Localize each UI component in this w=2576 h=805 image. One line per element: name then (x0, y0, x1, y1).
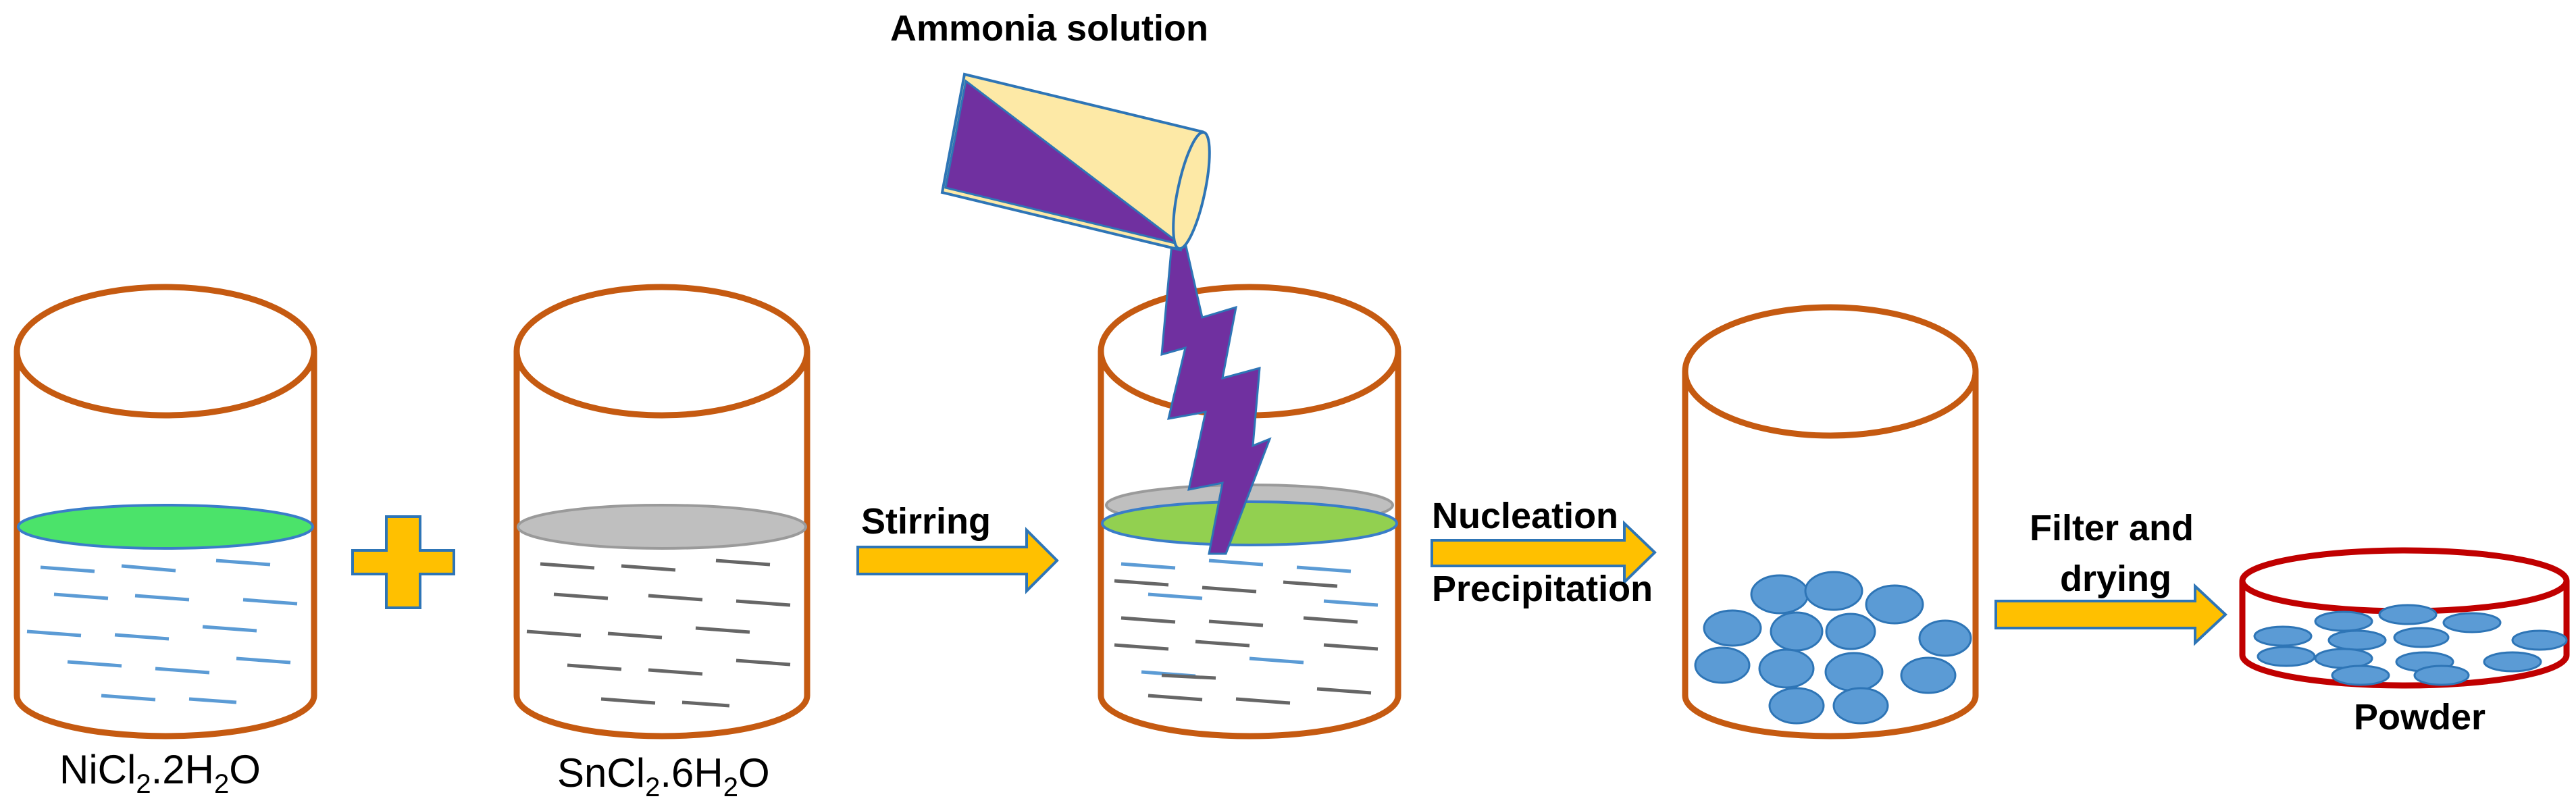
particle (1865, 584, 1924, 625)
sncl2-solution-surface (517, 504, 807, 550)
ammonia-tube-opening (1172, 130, 1211, 251)
powder-particle (2378, 604, 2438, 625)
particle (1768, 687, 1825, 725)
petri-dish-rim (2239, 547, 2570, 615)
label-precipitation: Precipitation (1432, 569, 1653, 609)
particle (1804, 571, 1863, 611)
powder-particle (2442, 612, 2502, 633)
beaker-sncl2 (513, 284, 810, 739)
powder-particle (2413, 665, 2470, 686)
petri-dish-body (2239, 581, 2570, 689)
powder-particle (2257, 646, 2316, 667)
label-ammonia-solution: Ammonia solution (890, 8, 1208, 49)
powder-particles (2253, 604, 2568, 686)
beaker-mixing-body (1098, 351, 1401, 739)
beaker-precipitate (1682, 304, 1979, 739)
beaker-mixing (1098, 284, 1401, 739)
beaker-precipitate-body (1682, 371, 1979, 739)
particle (1770, 611, 1824, 652)
nicl2-solution-lines (26, 559, 298, 704)
powder-particle (2253, 625, 2313, 647)
powder-particle (2483, 651, 2542, 673)
particle (1703, 609, 1762, 647)
beaker-nicl2-rim (14, 284, 317, 419)
label-filter-and: Filter and (2030, 508, 2194, 548)
beaker-nicl2-body (14, 351, 317, 739)
particle (1750, 574, 1809, 615)
stirring-arrow (856, 527, 1059, 594)
beaker-precipitate-rim (1682, 304, 1979, 439)
nucleation-arrow (1431, 520, 1657, 586)
beaker-sncl2-rim (513, 284, 810, 419)
ammonia-test-tube (940, 72, 1211, 252)
label-sncl2-formula: SnCl2.6H2O (557, 750, 770, 802)
particle (1824, 652, 1884, 692)
beaker-sncl2-body (513, 351, 810, 739)
sncl2-solution-lines (526, 559, 791, 708)
particle (1825, 613, 1876, 650)
label-powder: Powder (2354, 697, 2485, 737)
powder-particle (2314, 611, 2373, 632)
particle (1918, 619, 1972, 657)
particle (1694, 646, 1751, 684)
plus-icon (351, 515, 455, 609)
filter-drying-arrow (1994, 583, 2227, 646)
mixed-solution-surface (1101, 500, 1398, 546)
label-stirring: Stirring (861, 501, 991, 542)
powder-particle (2331, 665, 2390, 686)
particle (1758, 648, 1815, 689)
beaker-nicl2 (14, 284, 317, 739)
label-nucleation: Nucleation (1432, 496, 1618, 536)
mixed-solution-lines-blue (1120, 559, 1379, 678)
ammonia-liquid (944, 79, 1181, 246)
particle (1900, 656, 1957, 694)
precipitate-particles (1694, 571, 1972, 725)
powder-particle (2327, 629, 2387, 651)
label-drying: drying (2060, 559, 2171, 599)
petri-dish (2239, 547, 2570, 689)
powder-particle (2393, 627, 2450, 648)
ammonia-stream (1160, 242, 1272, 555)
powder-particle (2511, 629, 2568, 651)
mixed-solution-lines-gray (1114, 579, 1379, 705)
nicl2-solution-surface (17, 504, 314, 550)
label-nicl2-formula: NiCl2.2H2O (59, 747, 261, 799)
particle (1832, 687, 1889, 725)
